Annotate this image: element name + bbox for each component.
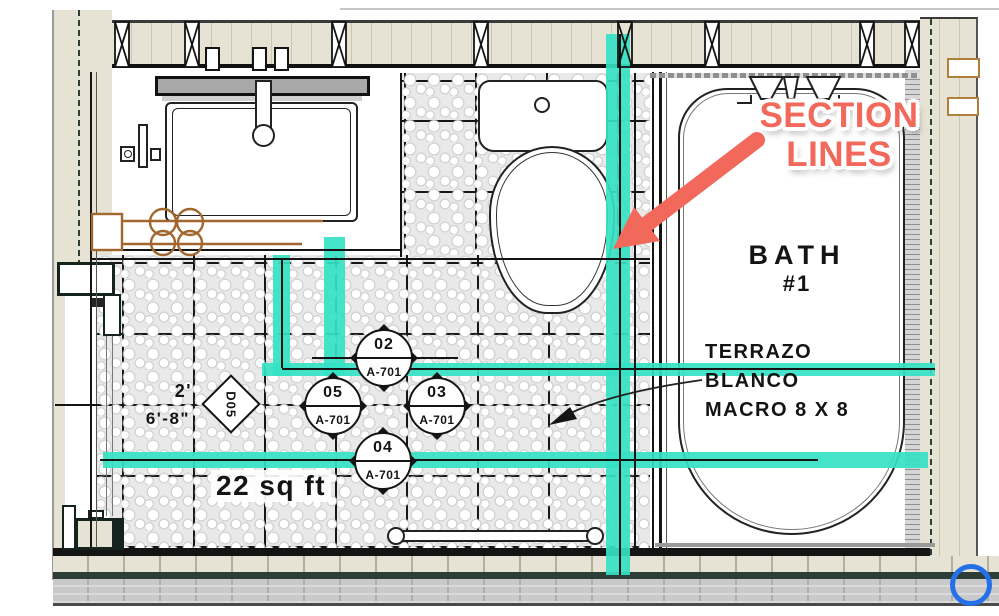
wall-handle-plate [138, 124, 148, 168]
bottom-curb [53, 574, 999, 579]
wall-handle-knob [124, 150, 132, 158]
faucet-spout [252, 124, 275, 147]
right-wall-blocking [947, 97, 979, 116]
dimension-length: 6'-8" [145, 409, 190, 428]
door-jamb-top [57, 262, 115, 296]
door-jamb-bottom-post [115, 518, 124, 550]
vanity-tile-separator [400, 73, 402, 257]
section-lines-callout-line1: SECTION [759, 96, 919, 135]
faucet-stem [255, 80, 272, 128]
section-marker-number: 04 [373, 439, 393, 456]
tile-note-line3: MACRO 8 X 8 [705, 399, 850, 421]
room-label-line2: #1 [782, 271, 812, 296]
dimension-line [55, 404, 97, 406]
shower-partition-line [666, 72, 667, 548]
right-wall-blocking [947, 58, 980, 78]
tile-note-line1: TERRAZO [705, 341, 813, 363]
wall-handle-bracket [150, 148, 161, 161]
toilet-flush-button [534, 97, 550, 113]
left-wall-membrane [78, 10, 80, 272]
section-lines-callout-line2: LINES [786, 135, 892, 174]
right-wall-membrane [930, 19, 932, 562]
section-marker-bubble: 03 A-701 [408, 377, 466, 435]
door-opening-line [106, 336, 107, 516]
bottom-border [53, 603, 999, 606]
door-stop [92, 298, 105, 307]
room-left-wall-line2 [96, 72, 97, 548]
tile-floor-lower [97, 255, 650, 548]
section-lines-callout: SECTION LINES [744, 96, 934, 174]
hall-floor-strip [53, 579, 999, 603]
section-marker-bubble: 04 A-701 [354, 432, 412, 490]
cut-line-horizontal-upper [282, 368, 935, 370]
section-line-vertical [606, 34, 630, 575]
section-marker-number: 02 [374, 336, 394, 353]
towel-bar [396, 530, 596, 542]
u-chase-line [281, 258, 283, 368]
top-wall [112, 20, 920, 68]
left-wall-inner [65, 10, 112, 272]
section-marker-number: 03 [427, 384, 447, 401]
room-left-wall-line [90, 72, 92, 548]
door-opening-line [112, 336, 113, 516]
tile-note-line2: BLANCO [705, 370, 800, 392]
section-marker-divider [356, 460, 410, 462]
tub-wall-trim [650, 73, 920, 78]
tub-base-line [655, 543, 935, 547]
section-marker-sheet: A-701 [366, 365, 402, 379]
section-marker-bubble: 02 A-701 [355, 329, 413, 387]
vanity-edge-line [92, 249, 402, 251]
towel-bar-end [586, 527, 604, 545]
section-marker-05: 05 A-701 [299, 372, 367, 440]
section-marker-bubble: 05 A-701 [304, 377, 362, 435]
section-marker-04: 04 A-701 [349, 427, 417, 495]
section-marker-sheet: A-701 [365, 468, 401, 482]
area-label: 22 sq ft [211, 470, 332, 502]
dimension-width: 2' [174, 381, 192, 401]
section-line-u-right [324, 237, 345, 376]
towel-bar-end [387, 527, 405, 545]
grid-line [634, 73, 636, 548]
bottom-wall [53, 548, 930, 556]
door-jamb-top-leg [103, 294, 121, 336]
bottom-tile-strip [53, 556, 999, 574]
blue-circle-annotation [950, 564, 992, 606]
shower-partition-line [659, 72, 662, 548]
room-label-line1: BATH [748, 240, 846, 270]
section-marker-divider [306, 405, 360, 407]
section-marker-03: 03 A-701 [403, 372, 471, 440]
door-tag-label: D05 [223, 390, 239, 418]
cut-line-horizontal-lower [100, 459, 818, 461]
room-label: BATH #1 [712, 240, 882, 297]
floor-edge-line [92, 258, 650, 260]
shower-partition-line [652, 72, 654, 548]
tile-note: TERRAZO BLANCO MACRO 8 X 8 [705, 338, 849, 425]
toilet-tank [478, 80, 608, 152]
section-marker-divider [357, 357, 411, 359]
top-reference-line [340, 8, 999, 10]
section-marker-sheet: A-701 [315, 413, 351, 427]
door-jamb-bottom-outer [62, 505, 76, 550]
cut-line-vertical [619, 34, 621, 575]
section-marker-divider [410, 405, 464, 407]
section-marker-02: 02 A-701 [350, 324, 418, 392]
section-marker-number: 05 [323, 384, 343, 401]
door-jamb-bottom [75, 518, 115, 550]
section-marker-sheet: A-701 [419, 413, 455, 427]
